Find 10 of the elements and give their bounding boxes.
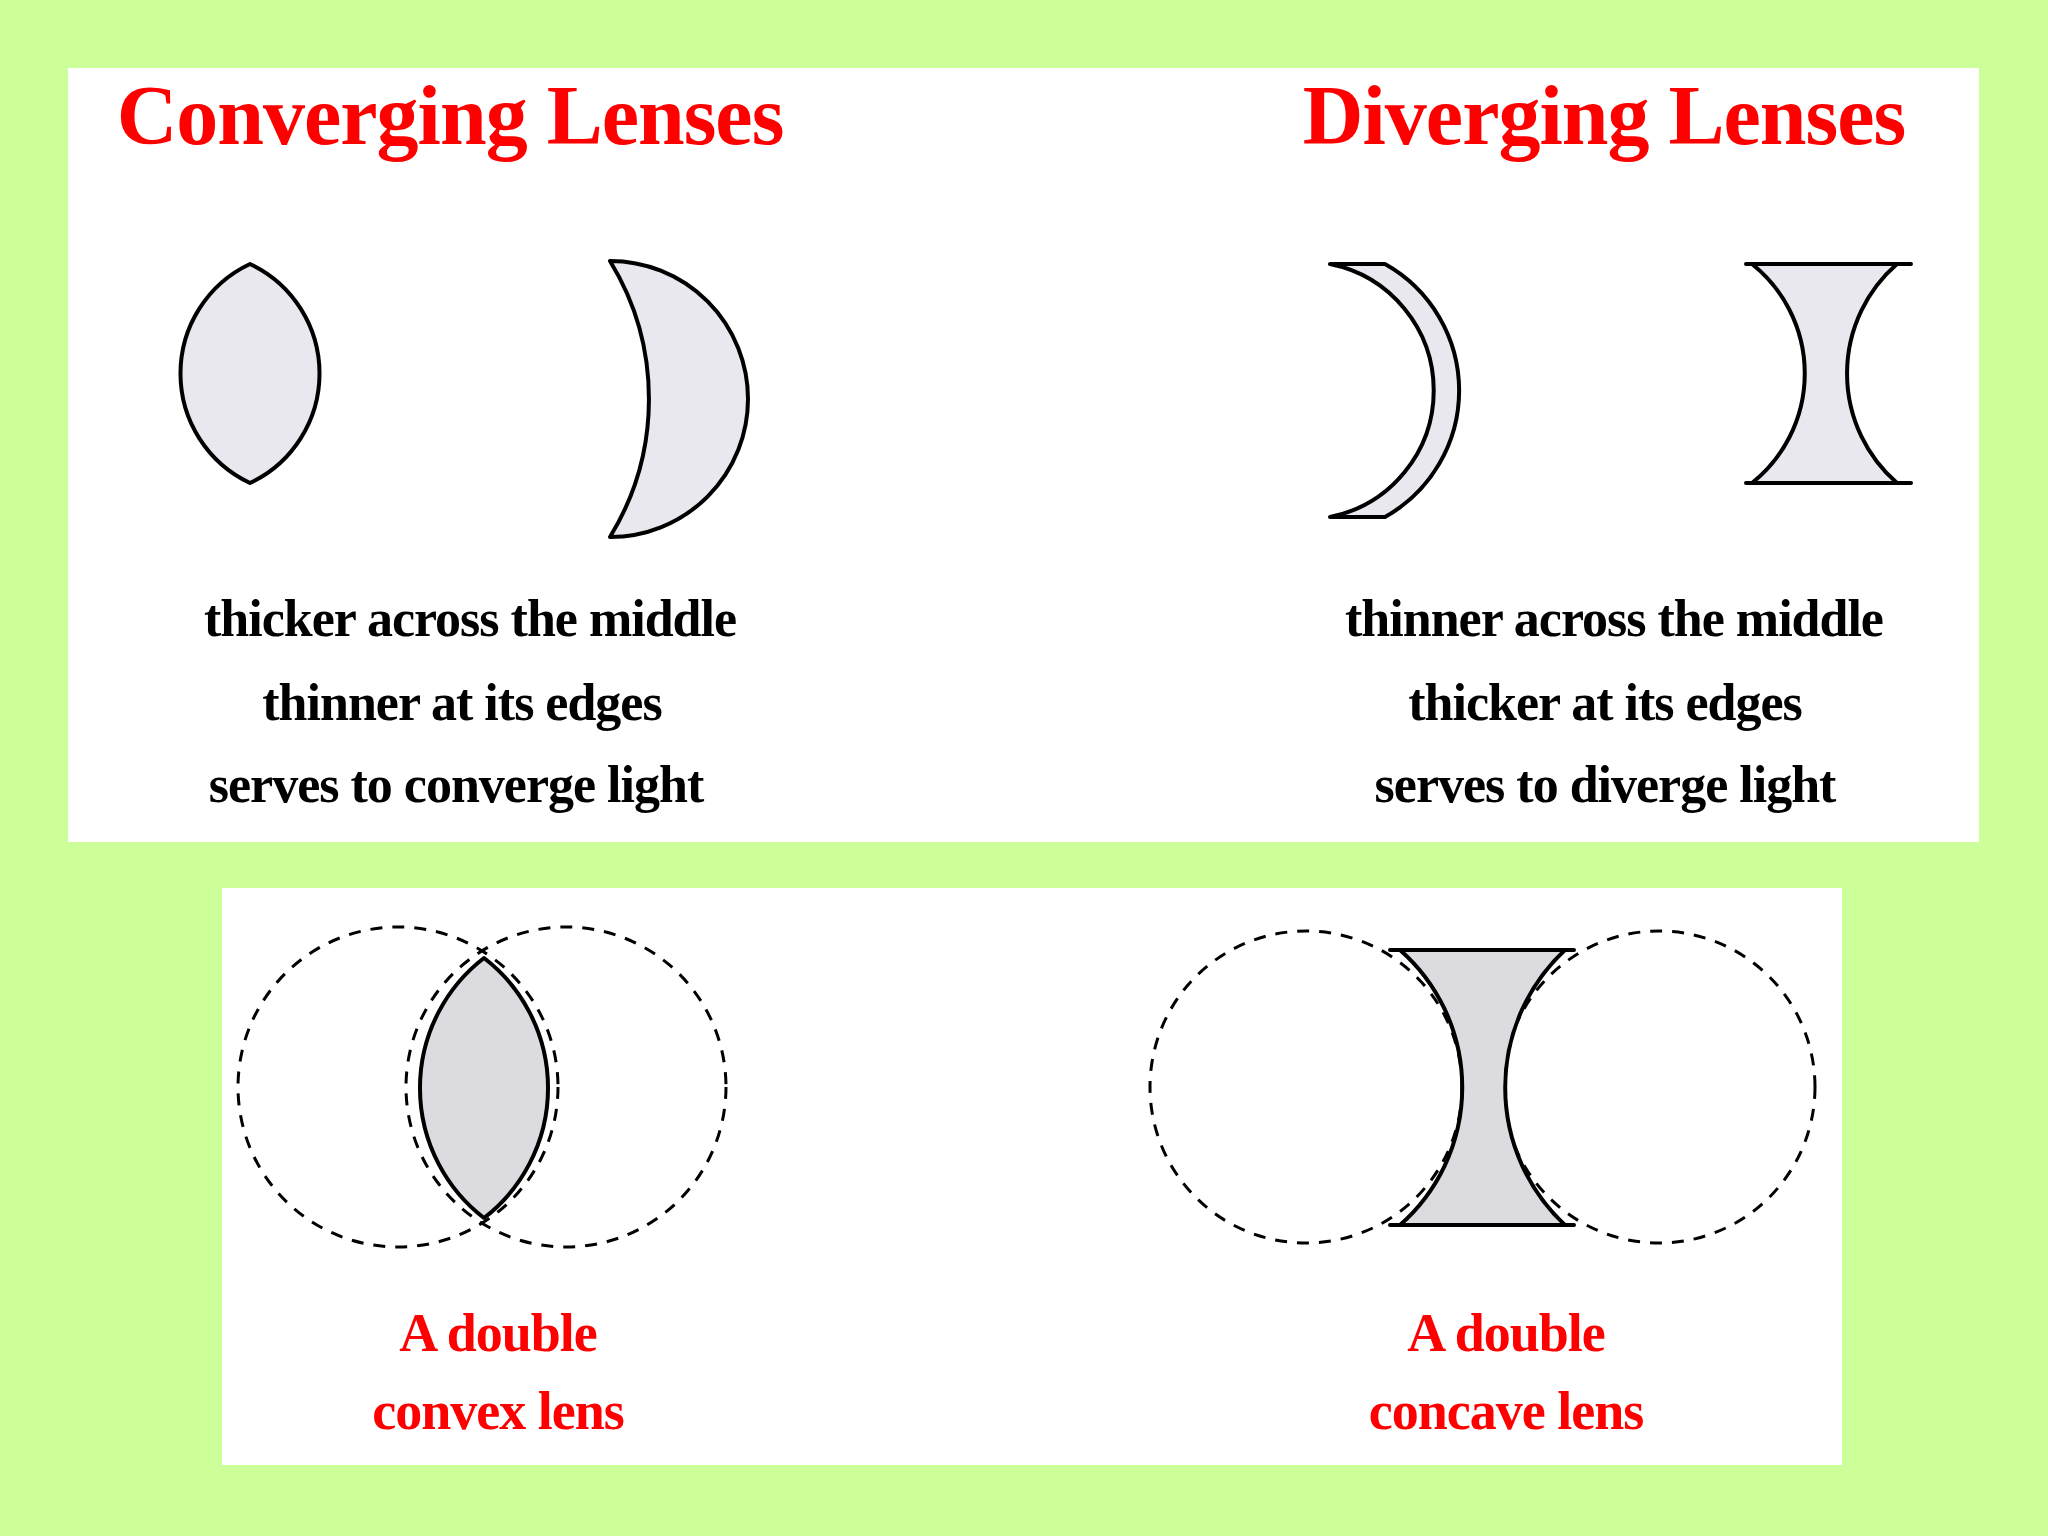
description-text: thicker across the middle xyxy=(204,589,736,649)
heading: Converging Lenses xyxy=(116,68,784,164)
description-text: serves to converge light xyxy=(208,755,704,815)
description-text: thinner at its edges xyxy=(262,673,662,733)
description-text: serves to diverge light xyxy=(1374,755,1836,815)
heading: Diverging Lenses xyxy=(1302,68,1906,164)
description-text: thinner across the middle xyxy=(1345,589,1883,649)
caption: A double concave lens xyxy=(1367,1302,1645,1444)
description-text: thicker at its edges xyxy=(1408,673,1802,733)
caption: A double convex lens xyxy=(371,1302,625,1444)
